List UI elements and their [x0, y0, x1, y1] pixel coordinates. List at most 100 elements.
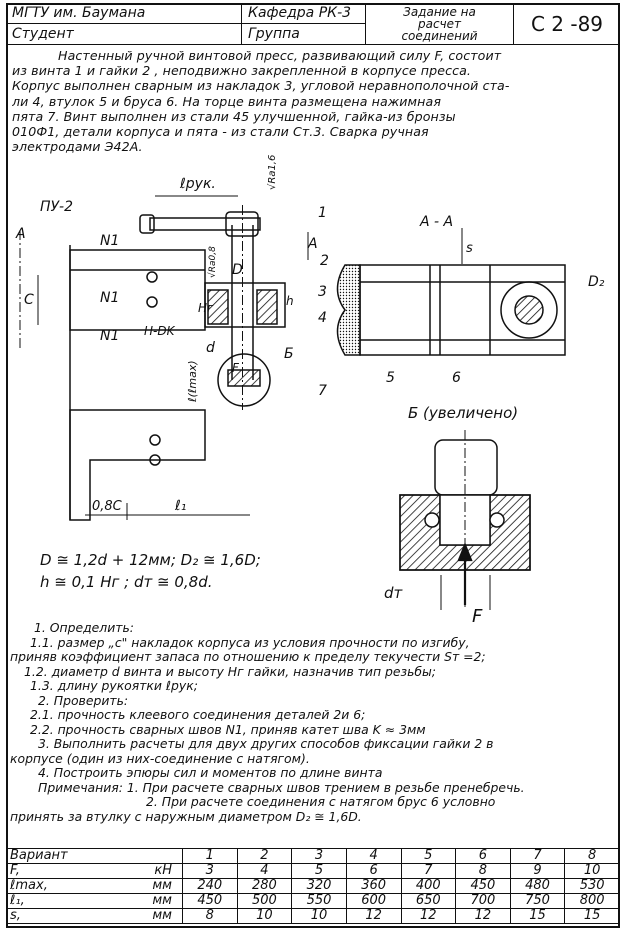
table-cell: 6 [345, 863, 402, 879]
label-08c: 0,8С [92, 499, 123, 514]
task-line: приняв коэффициент запаса по отношению к… [10, 650, 486, 664]
table-row: ℓmax, мм 240 280 320 360 400 450 480 530 [6, 878, 620, 894]
table-cell: 10 [236, 908, 293, 924]
task-line: 4. Построить эпюры сил и моментов по дли… [38, 766, 383, 780]
table-cell: 400 [400, 878, 457, 894]
bracket-upper [69, 249, 206, 331]
table-cell: 750 [509, 893, 566, 909]
table-cell: 550 [291, 893, 347, 909]
description-line: электродами Э42А. [12, 139, 143, 155]
label-s: s [466, 241, 473, 256]
label-h: h [286, 294, 294, 308]
task-line: 1.2. диаметр d винта и высоту Hг гайки, … [24, 664, 436, 679]
label-b: Б [284, 346, 294, 362]
row-name: s, [6, 908, 109, 924]
table-cell: 360 [345, 878, 402, 894]
table-cell: 6 [455, 848, 511, 864]
task-line: 1.3. длину рукоятки ℓрук; [30, 679, 198, 693]
part-5: 5 [386, 370, 395, 386]
label-n1-mid: N1 [100, 290, 119, 306]
task-line: корпусе (один из них-соединение с натяго… [10, 751, 310, 766]
table-row: ℓ₁, мм 450 500 550 600 650 700 750 800 [6, 893, 620, 909]
row-name: F, [6, 863, 109, 879]
table-cell: 10 [564, 863, 620, 879]
university-cell: МГТУ им. Баумана [6, 3, 242, 24]
table-cell: 1 [182, 848, 238, 864]
department: Кафедра РК-3 [248, 5, 352, 21]
nut-housing [204, 282, 286, 328]
task-line: 2.1. прочность клеевого соединения детал… [30, 708, 366, 722]
label-d1: D [232, 262, 243, 278]
assignment-line-2: расчет [417, 16, 462, 31]
university: МГТУ им. Баумана [12, 5, 146, 21]
department-cell: Кафедра РК-3 [242, 3, 366, 24]
formulas: D ≅ 1,2d + 12мм; D₂ ≅ 1,6D; h ≅ 0,1 Hг ;… [40, 549, 261, 593]
task-line: принять за втулку с наружным диаметром D… [10, 809, 362, 824]
label-f-small: F [232, 361, 240, 375]
label-pu: ПУ-2 [40, 199, 73, 215]
row-unit: мм [109, 908, 183, 924]
title-block: МГТУ им. Баумана Студент Кафедра РК-3 Гр… [6, 3, 620, 45]
label-n1-low: N1 [100, 328, 119, 344]
part-7: 7 [318, 383, 327, 399]
task-line: 2. Проверить: [38, 693, 129, 708]
detail-b-circle [217, 353, 271, 407]
header-name: Вариант [6, 848, 109, 864]
label-hr: Hг [198, 301, 214, 315]
group-label: Группа [248, 26, 300, 42]
task-line: 1. Определить: [34, 621, 134, 635]
description-line: ли 4, втулок 5 и бруса 6. На торце винта… [12, 93, 441, 109]
document-code: С 2 -89 [530, 11, 604, 36]
table-cell: 12 [400, 908, 457, 924]
variants-table: Вариант 1 2 3 4 5 6 7 8 F, кН 3 4 5 6 7 … [6, 848, 620, 924]
description-line: Корпус выполнен сварным из накладок 3, у… [12, 78, 510, 94]
table-cell: 7 [400, 863, 457, 879]
part-3: 3 [318, 284, 327, 300]
part-4: 4 [318, 310, 327, 326]
description-line: из винта 1 и гайки 2 , неподвижно закреп… [12, 63, 472, 79]
label-l-ruk: ℓрук. [179, 176, 216, 192]
part-6: 6 [452, 370, 461, 386]
label-l1: ℓ₁ [174, 498, 186, 514]
nut-right [256, 289, 278, 325]
student-label: Студент [12, 26, 74, 42]
assignment-cell: Задание на расчет соединений [366, 3, 514, 45]
table-cell: 7 [509, 848, 566, 864]
task-line: Примечания: 1. При расчете сварных швов … [38, 780, 525, 795]
label-ra16: √Ra1,6 [267, 155, 278, 190]
label-b-zoom: Б (увеличено) [408, 404, 518, 422]
label-dt: dт [384, 584, 404, 602]
table-cell: 8 [182, 908, 238, 924]
table-cell: 2 [236, 848, 293, 864]
label-a-right: А [307, 236, 318, 252]
table-cell: 5 [291, 863, 347, 879]
table-cell: 530 [564, 878, 620, 894]
bracket-lower [69, 409, 206, 521]
weld-bead [336, 264, 361, 356]
nut-left [207, 289, 229, 325]
rivet [149, 454, 161, 466]
part-1: 1 [318, 205, 327, 221]
description: Настенный ручной винтовой пресс, развива… [12, 48, 612, 154]
table-row: F, кН 3 4 5 6 7 8 9 10 [6, 863, 620, 879]
label-aa: А - А [419, 214, 453, 230]
row-name: ℓmax, [6, 878, 109, 894]
table-cell: 15 [509, 908, 566, 924]
label-c: C [24, 292, 34, 308]
label-d2: D₂ [588, 274, 605, 290]
document-sheet [6, 3, 620, 928]
task-list: 1. Определить: 1.1. размер „с" накладок … [10, 621, 614, 824]
rivet [146, 296, 158, 308]
group-cell: Группа [242, 24, 366, 45]
student-cell: Студент [6, 24, 242, 45]
table-cell: 600 [345, 893, 402, 909]
table-cell: 12 [455, 908, 511, 924]
table-cell: 480 [509, 878, 566, 894]
table-cell: 3 [182, 863, 238, 879]
table-cell: 240 [182, 878, 238, 894]
code-cell: С 2 -89 [514, 3, 620, 45]
table-cell: 8 [455, 863, 511, 879]
table-cell: 9 [509, 863, 566, 879]
assignment-line-3: соединений [401, 28, 478, 43]
